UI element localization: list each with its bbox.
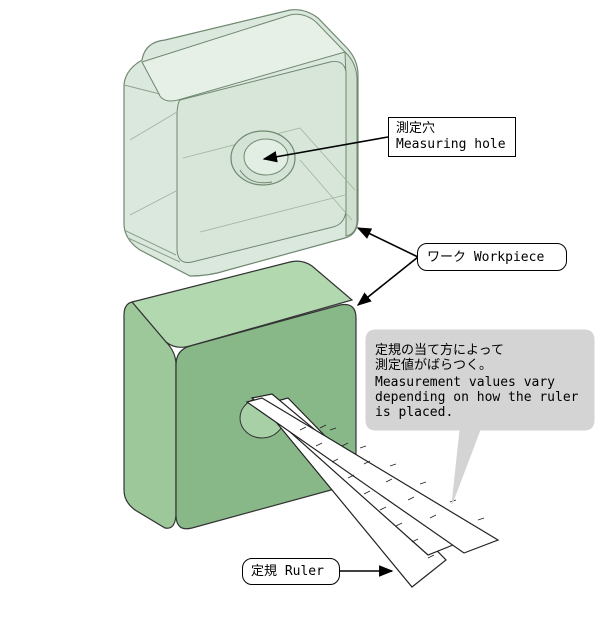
leader-arrows <box>262 136 419 577</box>
workpiece-label <box>417 243 567 271</box>
callout-line-2: 測定値がばらつく。 <box>375 358 493 373</box>
callout-line-5: is placed. <box>375 405 454 420</box>
ruler-label <box>242 558 340 585</box>
rulers <box>245 393 500 588</box>
callout-line-1: 定規の当て方によって <box>375 343 504 358</box>
measuring-hole-label-jp: 測定穴 <box>396 121 436 136</box>
solid-workpiece <box>123 260 357 530</box>
ruler-label-text: 定規 Ruler <box>251 564 324 579</box>
measuring-hole <box>230 130 296 186</box>
callout-line-4: depending on how the ruler <box>375 390 579 405</box>
callout-bubble <box>365 329 595 505</box>
callout-line-3: Measurement values vary <box>375 375 556 390</box>
workpiece-label-text: ワーク Workpiece <box>427 250 545 265</box>
transparent-workpiece <box>123 9 359 277</box>
measuring-hole-label <box>388 117 516 157</box>
measuring-hole-label-en: Measuring hole <box>396 137 506 152</box>
